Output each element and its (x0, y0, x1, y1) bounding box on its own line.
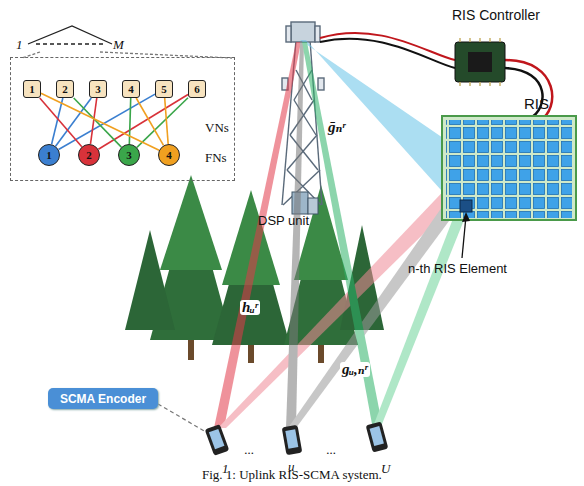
factor-graph-edge (137, 98, 188, 148)
node-text: 4 (128, 83, 134, 95)
node-text: 2 (86, 149, 92, 161)
text-label: M (113, 38, 124, 51)
node-text: FNs (205, 150, 227, 166)
node-text: VNs (205, 120, 229, 136)
text-label: U (381, 462, 390, 475)
variable-node: 1 (23, 80, 41, 98)
channel-label: ḡₙʳ (326, 120, 348, 135)
text-label: RIS Controller (452, 8, 540, 22)
variable-node: 5 (155, 80, 173, 98)
factor-graph-edge (40, 98, 82, 147)
channel-label: hᵤʳ (240, 300, 260, 315)
factor-graph-edge (74, 98, 122, 147)
encoder-box: SCMA Encoder (48, 388, 158, 409)
variable-node: 4 (122, 80, 140, 98)
factor-node: 4 (158, 144, 180, 166)
factor-node: 3 (118, 144, 140, 166)
variable-node: 2 (56, 80, 74, 98)
factor-graph-box: VNsFNs 1 2 3 4 5 6 1 2 3 4 (10, 57, 235, 181)
node-text: 2 (62, 83, 68, 95)
channel-label: gᵤ,ₙʳ (340, 362, 370, 377)
ris-controller-chip (320, 33, 552, 120)
factor-node: 1 (38, 144, 60, 166)
factor-graph-edge (41, 93, 159, 150)
factor-graph-edge (136, 98, 163, 145)
text-label: ··· (244, 446, 254, 459)
node-text: 3 (95, 83, 101, 95)
user-devices (158, 404, 388, 456)
factor-graph-edge (98, 95, 188, 150)
codebook-symbol (22, 26, 232, 58)
variable-node: 3 (89, 80, 107, 98)
figure-caption: Fig. 1: Uplink RIS-SCMA system. (202, 468, 382, 481)
node-text: 4 (166, 149, 172, 161)
text-label: RIS (524, 96, 549, 111)
factor-graph-edge (165, 98, 168, 144)
factor-node: 2 (78, 144, 100, 166)
channel-beams (214, 40, 472, 428)
node-text: SCMA Encoder (60, 392, 146, 406)
text-label: ··· (326, 446, 336, 459)
node-text: 3 (126, 149, 132, 161)
text-label: 1 (16, 38, 23, 51)
node-text: 6 (194, 83, 200, 95)
text-label: n-th RIS Element (408, 262, 507, 275)
node-text: 1 (46, 149, 52, 161)
text-label: DSP unit (258, 214, 309, 227)
variable-node: 6 (188, 80, 206, 98)
node-text: 1 (29, 83, 35, 95)
node-text: 5 (161, 83, 167, 95)
ris-panel (442, 116, 576, 258)
